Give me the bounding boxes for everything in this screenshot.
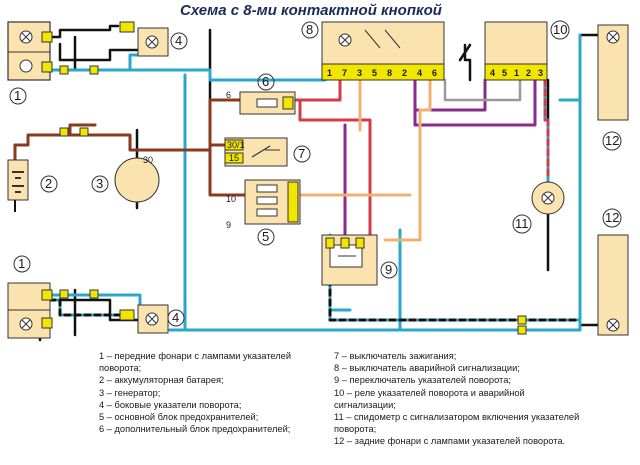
label-c12-bottom: 12: [605, 210, 619, 225]
label-c9: 9: [385, 262, 392, 277]
label-ring: [293, 145, 311, 163]
pin-label: 5: [372, 68, 377, 78]
pin-label: 4: [490, 68, 495, 78]
legend-item: 11 – спидометр с сигнализатором включени…: [334, 412, 580, 435]
rear-lamp-top: [597, 24, 629, 121]
front-lamp-top: [7, 21, 53, 81]
label-c2: 2: [45, 176, 52, 191]
label-ring: [257, 73, 275, 91]
pin-label: 3: [357, 68, 362, 78]
label-c7: 7: [298, 146, 305, 161]
label-ring: [380, 261, 398, 279]
label-ring: [257, 228, 275, 246]
label-ring: [40, 175, 58, 193]
legend-item: 10 – реле указателей поворота и аварийно…: [334, 387, 525, 410]
rear-lamp-bottom: [597, 234, 629, 336]
extra-fuse-block: [239, 91, 296, 115]
label-ring: [9, 87, 27, 105]
legend-item: 2 – аккумуляторная батарея;: [99, 375, 224, 386]
inline-connectors: [59, 65, 527, 335]
label-c1-bottom: 1: [18, 256, 25, 271]
pin-c7-b: 15: [229, 153, 239, 163]
label-c10: 10: [553, 22, 567, 37]
pin-label: 7: [342, 68, 347, 78]
label-c1-top: 1: [14, 88, 21, 103]
pin-c5-a: 10: [226, 194, 236, 204]
ignition-switch: [224, 137, 288, 167]
legend-left: 1 – передние фонари с лампами указателей…: [99, 350, 321, 435]
label-ring: [301, 21, 319, 39]
legend-item: 1 – передние фонари с лампами указателей…: [99, 351, 292, 374]
label-c4-top: 4: [175, 33, 182, 48]
legend-item: 8 – выключатель аварийной сигнализации;: [334, 363, 520, 374]
label-c4-bottom: 4: [172, 310, 179, 325]
label-ring: [602, 131, 622, 151]
legend-item: 3 – генератор;: [99, 387, 161, 398]
pin-label: 2: [526, 68, 531, 78]
pin-label: 6: [432, 68, 437, 78]
legend-item: 12 – задние фонари с лампами указателей …: [334, 436, 566, 447]
pin-c3: 30: [143, 155, 153, 165]
front-lamp-bottom: [7, 282, 53, 339]
legend-item: 6 – дополнительный блок предохранителей;: [99, 424, 291, 435]
pin-label: 5: [502, 68, 507, 78]
label-ring: [170, 32, 188, 50]
battery: [7, 159, 29, 212]
legend-item: 7 – выключатель зажигания;: [334, 351, 457, 361]
label-c11: 11: [515, 216, 529, 231]
label-ring: [512, 214, 532, 234]
label-ring: [602, 208, 622, 228]
hazard-switch: [321, 21, 445, 81]
label-ring: [13, 255, 31, 273]
label-c12-top: 12: [605, 133, 619, 148]
label-ring: [550, 20, 570, 40]
pin-label: 1: [514, 68, 519, 78]
turn-signal-relay: [484, 21, 548, 81]
pin-c7-a: 30/1: [227, 140, 245, 150]
diagram-title: Схема с 8-ми контактной кнопкой: [180, 2, 442, 19]
label-c8: 8: [306, 22, 313, 37]
pin-c6: 6: [226, 90, 231, 100]
pin-label: 2: [402, 68, 407, 78]
label-ring: [167, 309, 185, 327]
label-c5: 5: [262, 229, 269, 244]
side-repeater-top: [119, 21, 169, 57]
pin-label: 1: [327, 68, 332, 78]
legend-item: 4 – боковые указатели поворота;: [99, 399, 242, 410]
label-c6: 6: [262, 74, 269, 89]
legend-right: 7 – выключатель зажигания; 8 – выключате…: [334, 350, 584, 448]
label-ring: [91, 175, 109, 193]
speedometer-indicator: [531, 181, 565, 215]
pin-c5-b: 9: [226, 220, 231, 230]
pin-label: 4: [417, 68, 422, 78]
side-repeater-bottom: [119, 304, 169, 334]
generator: [114, 157, 160, 203]
pin-label: 8: [387, 68, 392, 78]
label-c3: 3: [96, 176, 103, 191]
legend-item: 9 – переключатель указателей поворота;: [334, 375, 511, 386]
pin-label: 3: [538, 68, 543, 78]
main-fuse-block: [244, 179, 301, 225]
legend-item: 5 – основной блок предохранителей;: [99, 412, 259, 423]
turn-signal-switch: [321, 234, 378, 286]
